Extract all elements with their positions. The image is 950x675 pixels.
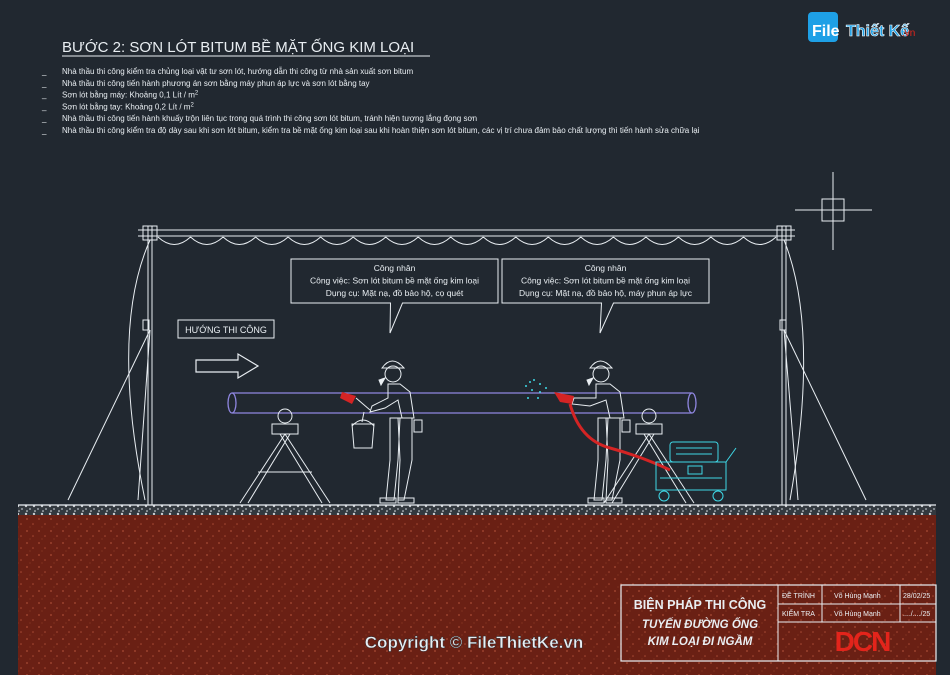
callout-heading: Công nhân: [585, 263, 627, 273]
worker-brush: [351, 360, 423, 504]
worker-sprayer: [571, 360, 631, 504]
pipe-stand-left: [239, 408, 331, 504]
row2-date: ..../..../25: [903, 611, 930, 618]
note-bullet: _: [41, 126, 47, 135]
note-superscript: 2: [195, 91, 199, 97]
note-bullet: _: [41, 79, 47, 88]
title-block: BIỆN PHÁP THI CÔNG TUYẾN ĐƯỜNG ỐNG KIM L…: [620, 584, 937, 662]
note-bullet: _: [41, 102, 47, 111]
note-text: Nhà thầu thi công tiến hành khuấy trộn l…: [62, 114, 477, 123]
pressure-spray-machine: [655, 441, 737, 502]
paint-brush-icon: [340, 392, 356, 404]
copyright-watermark: Copyright © FileThietKe.vn: [365, 633, 583, 652]
callout-heading: Công nhân: [374, 263, 416, 273]
note-bullet: _: [41, 67, 47, 76]
tent-canopy-scallops: [157, 236, 777, 245]
row2-role: KIỂM TRA: [782, 609, 815, 618]
direction-label: HƯỚNG THI CÔNG: [185, 325, 267, 335]
tent-frame: [67, 225, 867, 505]
watermark-brand-rest: Thiết Kế: [846, 23, 909, 40]
callout-task: Công việc: Sơn lót bitum bề mặt ống kim …: [521, 276, 690, 286]
watermark-logo: File Thiết Kế .vn: [808, 12, 915, 42]
title-block-title: BIỆN PHÁP THI CÔNG: [634, 597, 766, 612]
note-bullet: _: [41, 91, 47, 100]
callout-tools: Dụng cụ: Mặt nạ, đồ bảo hộ, máy phun áp …: [519, 288, 693, 298]
watermark-brand-file: File: [812, 23, 840, 40]
callout-task: Công việc: Sơn lót bitum bề mặt ống kim …: [310, 276, 479, 286]
direction-label-box: [177, 319, 275, 339]
row1-date: 28/02/25: [903, 593, 930, 600]
page-title: BƯỚC 2: SƠN LÓT BITUM BỀ MẶT ỐNG KIM LOẠ…: [62, 38, 414, 56]
crosshair-symbol: [795, 172, 872, 250]
watermark-brand-tld: .vn: [902, 28, 915, 39]
row2-name: Võ Hùng Mạnh: [834, 611, 881, 618]
metal-pipe: [227, 392, 697, 414]
pipe-stand-right: [603, 408, 695, 504]
note-text: Nhà thầu thi công tiến hành phương án sơ…: [62, 79, 370, 88]
spray-hose: [568, 403, 671, 472]
gravel-layer: [18, 505, 936, 515]
callout-tools: Dụng cụ: Mặt nạ, đồ bảo hộ, cọ quét: [326, 288, 464, 298]
note-superscript: 2: [190, 102, 194, 108]
soil-layer: [18, 515, 936, 675]
note-text: Nhà thầu thi công kiểm tra độ dày sau kh…: [62, 126, 700, 135]
row1-name: Võ Hùng Mạnh: [834, 593, 881, 600]
note-bullet: _: [41, 114, 47, 123]
note-text: Sơn lót bằng máy: Khoảng 0,1 Lít / m2: [62, 91, 199, 100]
callout-box: [501, 258, 710, 334]
company-logo: DCN: [835, 626, 890, 657]
title-block-subtitle-2: KIM LOẠI ĐI NGẦM: [648, 635, 753, 648]
direction-arrow-icon: [195, 352, 260, 380]
spray-mist-icon: [525, 379, 547, 399]
row1-role: ĐỀ TRÌNH: [782, 590, 815, 600]
note-text: Sơn lót bằng tay: Khoảng 0,2 Lít / m2: [62, 102, 194, 111]
spray-gun-icon: [554, 392, 574, 404]
note-text: Nhà thầu thi công kiểm tra chủng loại vậ…: [62, 67, 413, 76]
title-block-subtitle-1: TUYẾN ĐƯỜNG ỐNG: [642, 618, 758, 631]
notes-list: _ Nhà thầu thi công kiểm tra chủng loại v…: [41, 67, 700, 135]
callout-box: [290, 258, 499, 334]
